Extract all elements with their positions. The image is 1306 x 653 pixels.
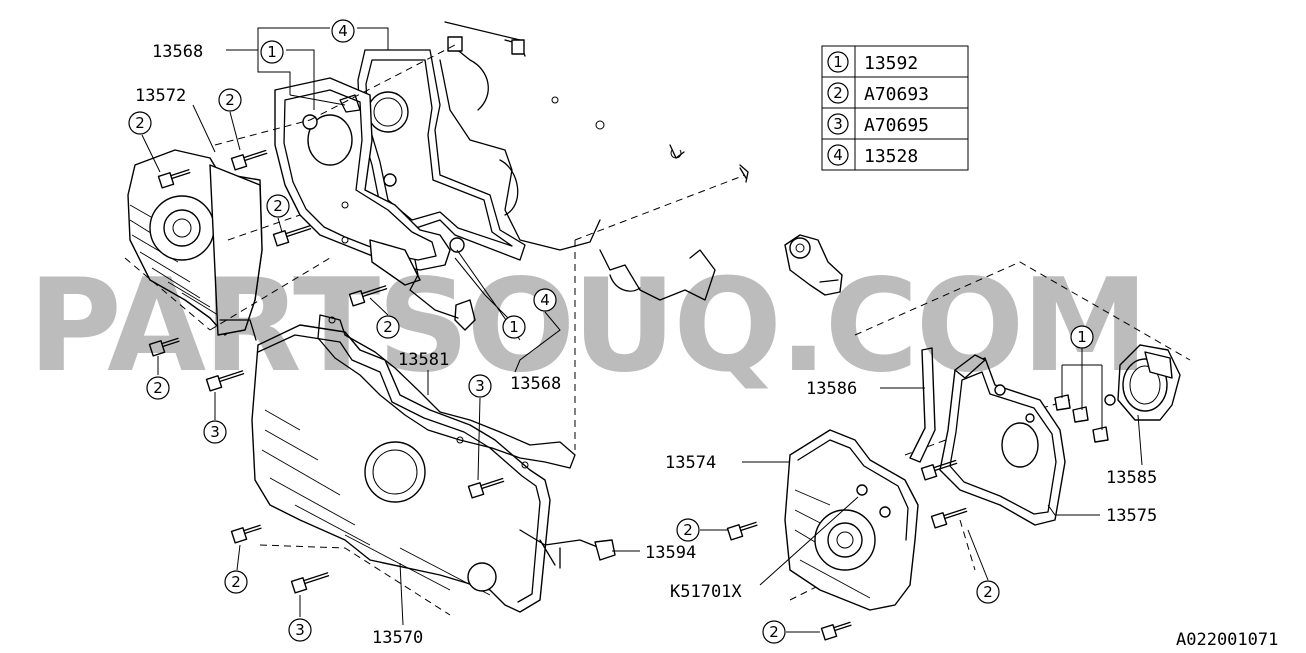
part-label-K51701X[interactable]: K51701X <box>670 582 742 602</box>
part-label-13581[interactable]: 13581 <box>398 350 449 370</box>
svg-text:3: 3 <box>210 423 220 441</box>
front-plate-13575 <box>939 354 1066 526</box>
callout-circle[interactable]: 1 <box>1070 325 1094 349</box>
diagram-code: A022001071 <box>1176 630 1278 650</box>
bolt <box>348 285 388 307</box>
part-label-13575[interactable]: 13575 <box>1106 506 1157 526</box>
svg-text:A70693: A70693 <box>864 84 929 105</box>
legend-row: 3 A70695 <box>827 113 929 136</box>
engine-block-outline <box>439 21 749 301</box>
part-label-13574[interactable]: 13574 <box>665 453 716 473</box>
svg-text:13592: 13592 <box>864 53 918 74</box>
svg-text:2: 2 <box>769 623 779 641</box>
callout-circle[interactable]: 3 <box>203 420 227 444</box>
callout-circle[interactable]: 2 <box>146 376 170 400</box>
leader-lines <box>141 27 1143 633</box>
svg-text:4: 4 <box>540 291 550 309</box>
svg-text:3: 3 <box>475 377 485 395</box>
svg-text:13528: 13528 <box>864 146 918 167</box>
svg-text:2: 2 <box>153 379 163 397</box>
callout-circle[interactable]: 2 <box>224 570 248 594</box>
svg-text:A70695: A70695 <box>864 115 929 136</box>
part-label-13594[interactable]: 13594 <box>645 543 696 563</box>
svg-text:4: 4 <box>833 146 843 164</box>
callout-circle[interactable]: 2 <box>676 518 700 542</box>
svg-text:2: 2 <box>383 318 393 336</box>
callout-circle[interactable]: 2 <box>376 315 400 339</box>
assembly-lines <box>124 44 1191 616</box>
gasket-13585 <box>1104 344 1181 421</box>
bolt <box>205 370 245 392</box>
callout-circle[interactable]: 2 <box>128 111 152 135</box>
rear-timing-cover-13572 <box>127 149 263 341</box>
callout-circle[interactable]: 2 <box>218 88 242 112</box>
rear-plate <box>274 77 476 331</box>
part-labels: 13568 13572 13581 13568 13570 13594 1358… <box>135 42 1278 650</box>
bolt <box>230 524 262 544</box>
legend-row: 4 13528 <box>827 144 918 167</box>
svg-text:1: 1 <box>833 53 843 71</box>
part-label-13586[interactable]: 13586 <box>806 379 857 399</box>
callout-circle[interactable]: 2 <box>976 580 1000 604</box>
svg-text:1: 1 <box>267 43 277 61</box>
svg-text:2: 2 <box>683 521 693 539</box>
callouts: 4 1 2 2 2 4 1 2 2 3 3 2 3 1 2 2 2 <box>128 19 1094 644</box>
bolt <box>230 149 268 171</box>
svg-text:2: 2 <box>231 573 241 591</box>
front-cover-13574 <box>784 429 919 611</box>
gasket-13581 <box>317 314 576 469</box>
legend-table: 1 13592 2 A70693 3 A70695 4 13528 <box>821 45 969 171</box>
bolt <box>726 521 758 541</box>
part-label-13570[interactable]: 13570 <box>372 628 423 648</box>
part-label-13568-mid[interactable]: 13568 <box>510 374 561 394</box>
callout-circle[interactable]: 2 <box>266 194 290 218</box>
front-timing-cover-13570 <box>251 324 551 613</box>
bolt <box>272 225 312 247</box>
bolt <box>920 459 958 481</box>
svg-text:4: 4 <box>338 22 348 40</box>
bolt <box>930 507 968 529</box>
legend-row: 1 13592 <box>827 51 918 74</box>
svg-text:3: 3 <box>833 115 843 133</box>
svg-text:2: 2 <box>225 91 235 109</box>
callout-circle[interactable]: 2 <box>762 620 786 644</box>
watermark: PARTSOUQ.COM <box>28 252 1146 401</box>
svg-text:2: 2 <box>983 583 993 601</box>
callout-circle[interactable]: 4 <box>331 19 355 43</box>
svg-text:2: 2 <box>273 197 283 215</box>
callout-circle[interactable]: 3 <box>468 374 492 398</box>
callout-circle[interactable]: 3 <box>288 618 312 642</box>
sensor-13594 <box>519 529 616 569</box>
legend-row: 2 A70693 <box>827 82 929 105</box>
bolt <box>290 572 330 594</box>
svg-text:2: 2 <box>833 84 843 102</box>
part-label-13572[interactable]: 13572 <box>135 86 186 106</box>
belt-guide-13586 <box>909 347 936 463</box>
bolt <box>148 337 180 357</box>
bolt <box>157 169 191 189</box>
bolts <box>148 149 968 641</box>
bushings-13592 <box>1054 394 1109 443</box>
callout-circle[interactable]: 4 <box>533 288 557 312</box>
svg-text:3: 3 <box>295 621 305 639</box>
bolt <box>820 621 852 641</box>
part-label-13568-top[interactable]: 13568 <box>152 42 203 62</box>
bolt <box>467 477 505 499</box>
svg-text:1: 1 <box>509 318 519 336</box>
belt-tensioner <box>784 234 843 296</box>
callout-circle[interactable]: 1 <box>502 315 526 339</box>
svg-text:1: 1 <box>1077 328 1087 346</box>
callout-circle[interactable]: 1 <box>260 40 284 64</box>
part-label-13585[interactable]: 13585 <box>1106 468 1157 488</box>
svg-text:2: 2 <box>135 114 145 132</box>
